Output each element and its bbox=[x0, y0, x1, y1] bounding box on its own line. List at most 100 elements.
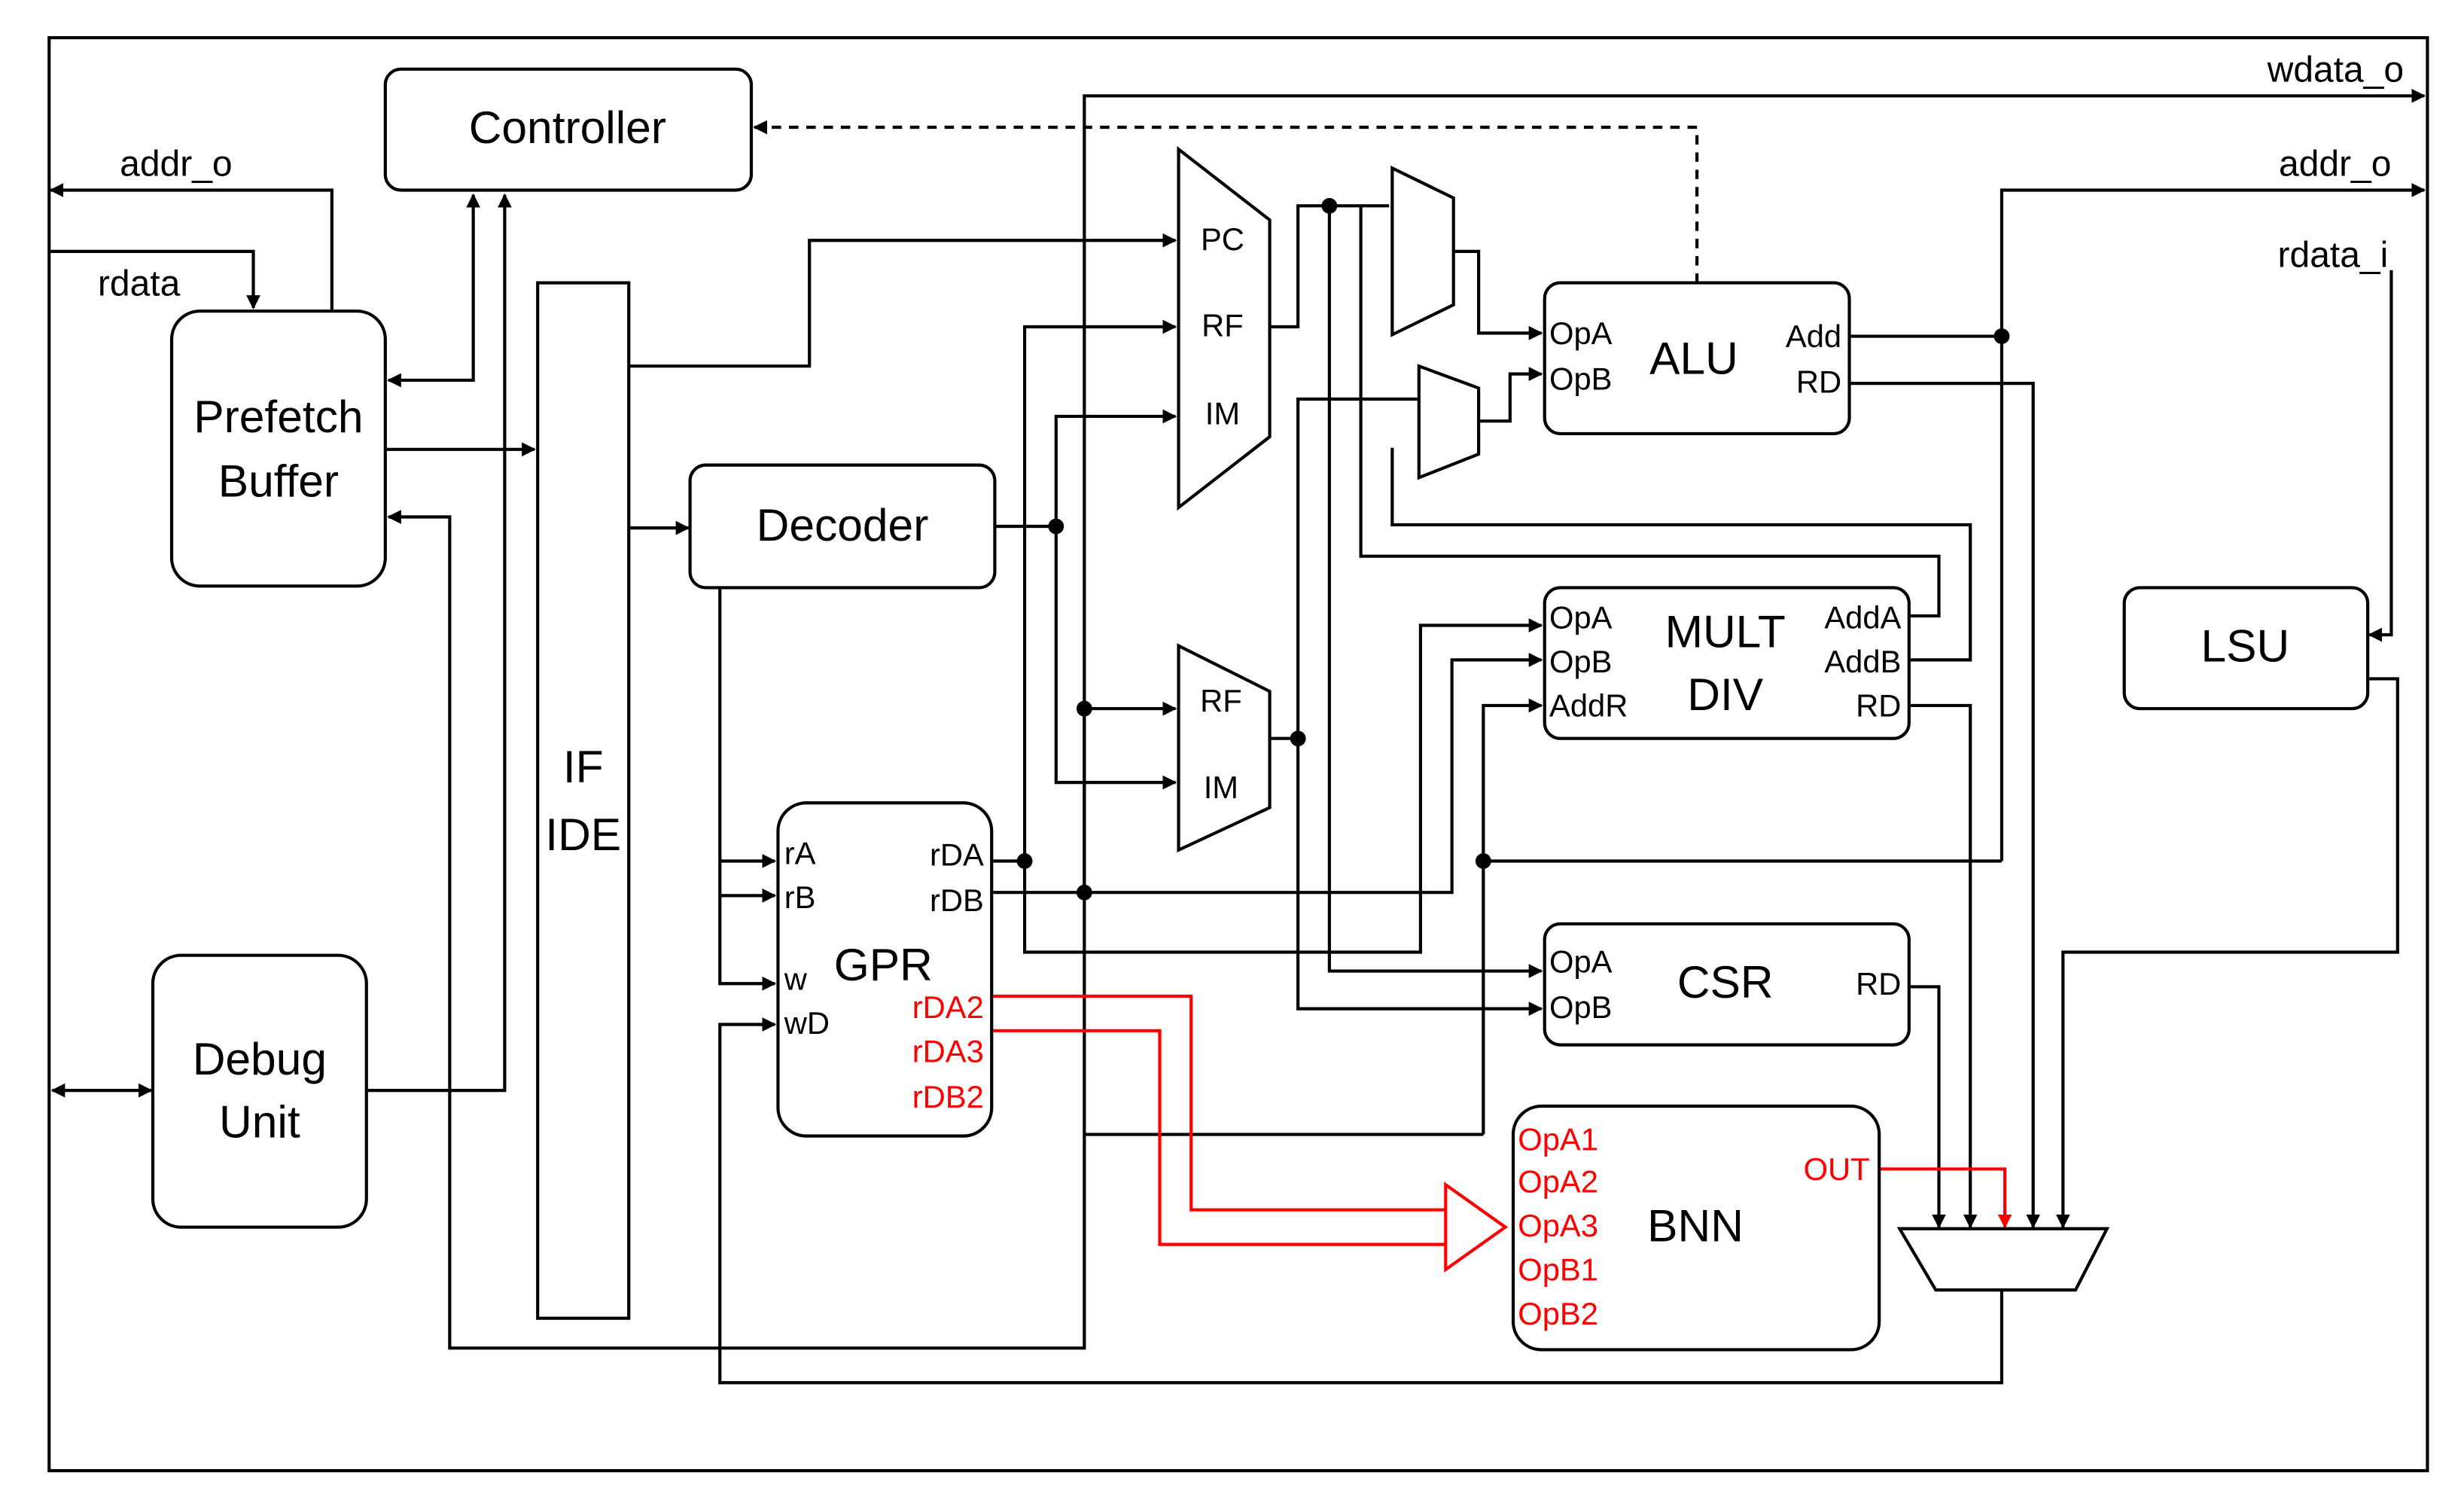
lsu-block bbox=[2122, 586, 2370, 711]
red-wires bbox=[993, 994, 2012, 1273]
blocks bbox=[151, 67, 2370, 1352]
alu-block bbox=[1543, 281, 1851, 435]
gpr-port-rda3: rDA3 bbox=[912, 1034, 984, 1069]
bnn-port-opa3: OpA3 bbox=[1518, 1208, 1598, 1243]
prefetch-label-line2: Buffer bbox=[218, 455, 339, 506]
mult-label-line2: DIV bbox=[1687, 669, 1764, 720]
mult-port-rd: RD bbox=[1856, 688, 1901, 724]
bnn-label: BNN bbox=[1647, 1200, 1744, 1251]
wire-bnn-out bbox=[1879, 1167, 2012, 1229]
signal-wdata-o: wdata_o bbox=[2267, 50, 2404, 90]
bnn-port-opb2: OpB2 bbox=[1518, 1296, 1598, 1331]
signal-rdata-left: rdata bbox=[98, 264, 181, 303]
signal-addr-o-right: addr_o bbox=[2279, 145, 2391, 184]
alu-port-opa: OpA bbox=[1549, 316, 1613, 351]
junction-dot bbox=[1076, 700, 1092, 717]
wire-addr-o-right bbox=[2000, 183, 2426, 861]
outer-border bbox=[47, 35, 2429, 1473]
wire-gpr-rda2-bnn bbox=[993, 994, 1446, 1212]
mux-top-pc-label: PC bbox=[1201, 221, 1244, 257]
junction-dot bbox=[1475, 853, 1491, 869]
controller-block bbox=[383, 67, 754, 192]
signal-addr-o-left: addr_o bbox=[120, 145, 232, 184]
wire-decoder-im-mid bbox=[1054, 526, 1177, 790]
mux-top-rf-label: RF bbox=[1202, 308, 1244, 343]
wire-gpr-rda3-bnn bbox=[993, 1029, 1446, 1246]
wire-rdata-i-lsu bbox=[2368, 270, 2393, 642]
csr-port-opa: OpA bbox=[1549, 944, 1613, 980]
gpr-port-rdb: rDB bbox=[930, 883, 984, 918]
decoder-label: Decoder bbox=[757, 499, 929, 550]
wire-rdata-left bbox=[50, 249, 260, 309]
junction-dot bbox=[1290, 730, 1306, 747]
if-label-line2: IDE bbox=[545, 809, 621, 860]
debug-label-line2: Unit bbox=[219, 1096, 300, 1148]
wire-if-pc bbox=[629, 233, 1177, 368]
gpr-label: GPR bbox=[834, 939, 933, 990]
csr-block bbox=[1543, 922, 1911, 1047]
alu-port-add: Add bbox=[1786, 319, 1841, 354]
debug-unit-block bbox=[151, 953, 368, 1229]
wire-gpr-rda bbox=[993, 319, 1177, 863]
wire-opa-to-mult bbox=[1359, 206, 1941, 618]
wire-mult-adda-fb bbox=[1390, 447, 1972, 662]
wire-feedback-prefetch bbox=[387, 510, 1086, 1350]
mult-port-adda: AddA bbox=[1824, 600, 1901, 636]
if-ide-block bbox=[536, 281, 631, 1320]
gpr-port-rdb2: rDB2 bbox=[912, 1079, 984, 1114]
junction-dot bbox=[1048, 518, 1064, 535]
mux-mid-im-label: IM bbox=[1204, 770, 1238, 805]
mult-port-addb: AddB bbox=[1824, 644, 1901, 679]
wire-alu-rd-out bbox=[1847, 382, 2041, 1229]
junction-dot bbox=[1016, 853, 1033, 869]
gpr-port-w: w bbox=[784, 962, 808, 997]
decoder-block bbox=[688, 463, 997, 590]
mult-port-opb: OpB bbox=[1549, 644, 1612, 679]
mult-label-line1: MULT bbox=[1665, 606, 1786, 657]
junction-dot bbox=[1993, 328, 2010, 344]
wire-mux2-alu-opb bbox=[1479, 367, 1543, 423]
wire-alu-opa-src bbox=[1327, 206, 1543, 978]
lsu-label: LSU bbox=[2201, 620, 2290, 671]
gpr-port-ra: rA bbox=[784, 836, 816, 871]
wire-addr-o-left bbox=[49, 183, 334, 312]
gpr-port-rda2: rDA2 bbox=[912, 989, 984, 1025]
gpr-port-rda: rDA bbox=[930, 837, 984, 873]
wire-lsu-out bbox=[2055, 677, 2399, 1229]
controller-label: Controller bbox=[469, 102, 666, 153]
prefetch-label-line1: Prefetch bbox=[193, 391, 363, 442]
wire-alu-controller-dashed bbox=[753, 120, 1699, 283]
mult-div-block bbox=[1543, 586, 1911, 740]
wire-gpr-rdb bbox=[993, 652, 1543, 895]
prefetch-buffer-block bbox=[169, 309, 387, 588]
csr-label: CSR bbox=[1677, 956, 1774, 1008]
csr-port-opb: OpB bbox=[1549, 989, 1612, 1025]
bnn-block bbox=[1511, 1104, 1881, 1352]
wire-decoder-gpr-w bbox=[718, 587, 777, 991]
wire-mux-top-out bbox=[1269, 204, 1390, 329]
bnn-port-opa2: OpA2 bbox=[1518, 1164, 1598, 1200]
alu-port-opb: OpB bbox=[1549, 361, 1612, 396]
wire-rdb-to-rf-mid bbox=[1083, 701, 1177, 893]
wire-debug-controller bbox=[367, 193, 512, 1093]
junction-dot bbox=[1321, 197, 1338, 214]
junction-dot bbox=[1076, 884, 1092, 901]
gpr-port-wd: wD bbox=[784, 1005, 830, 1041]
wire-outmux-gpr-wd bbox=[718, 1017, 2004, 1385]
mult-port-addr: AddR bbox=[1549, 688, 1628, 724]
mult-port-opa: OpA bbox=[1549, 600, 1613, 636]
wire-mux-mid-csr bbox=[1296, 738, 1543, 1017]
bnn-port-opa1: OpA1 bbox=[1518, 1121, 1598, 1157]
junctions bbox=[1016, 197, 2010, 901]
csr-port-rd: RD bbox=[1856, 966, 1901, 1001]
mux-top bbox=[1177, 145, 1272, 511]
bnn-port-out: OUT bbox=[1804, 1151, 1870, 1187]
bnn-port-opb1: OpB1 bbox=[1518, 1252, 1598, 1288]
wire-mux1-alu-opa bbox=[1453, 249, 1543, 340]
wire-mult-addr bbox=[1482, 698, 1543, 1135]
mux-mid-rf-label: RF bbox=[1200, 683, 1242, 718]
wires bbox=[49, 88, 2426, 1385]
signal-rdata-i: rdata_i bbox=[2278, 236, 2389, 276]
wire-csr-rd-out bbox=[1910, 985, 1946, 1229]
